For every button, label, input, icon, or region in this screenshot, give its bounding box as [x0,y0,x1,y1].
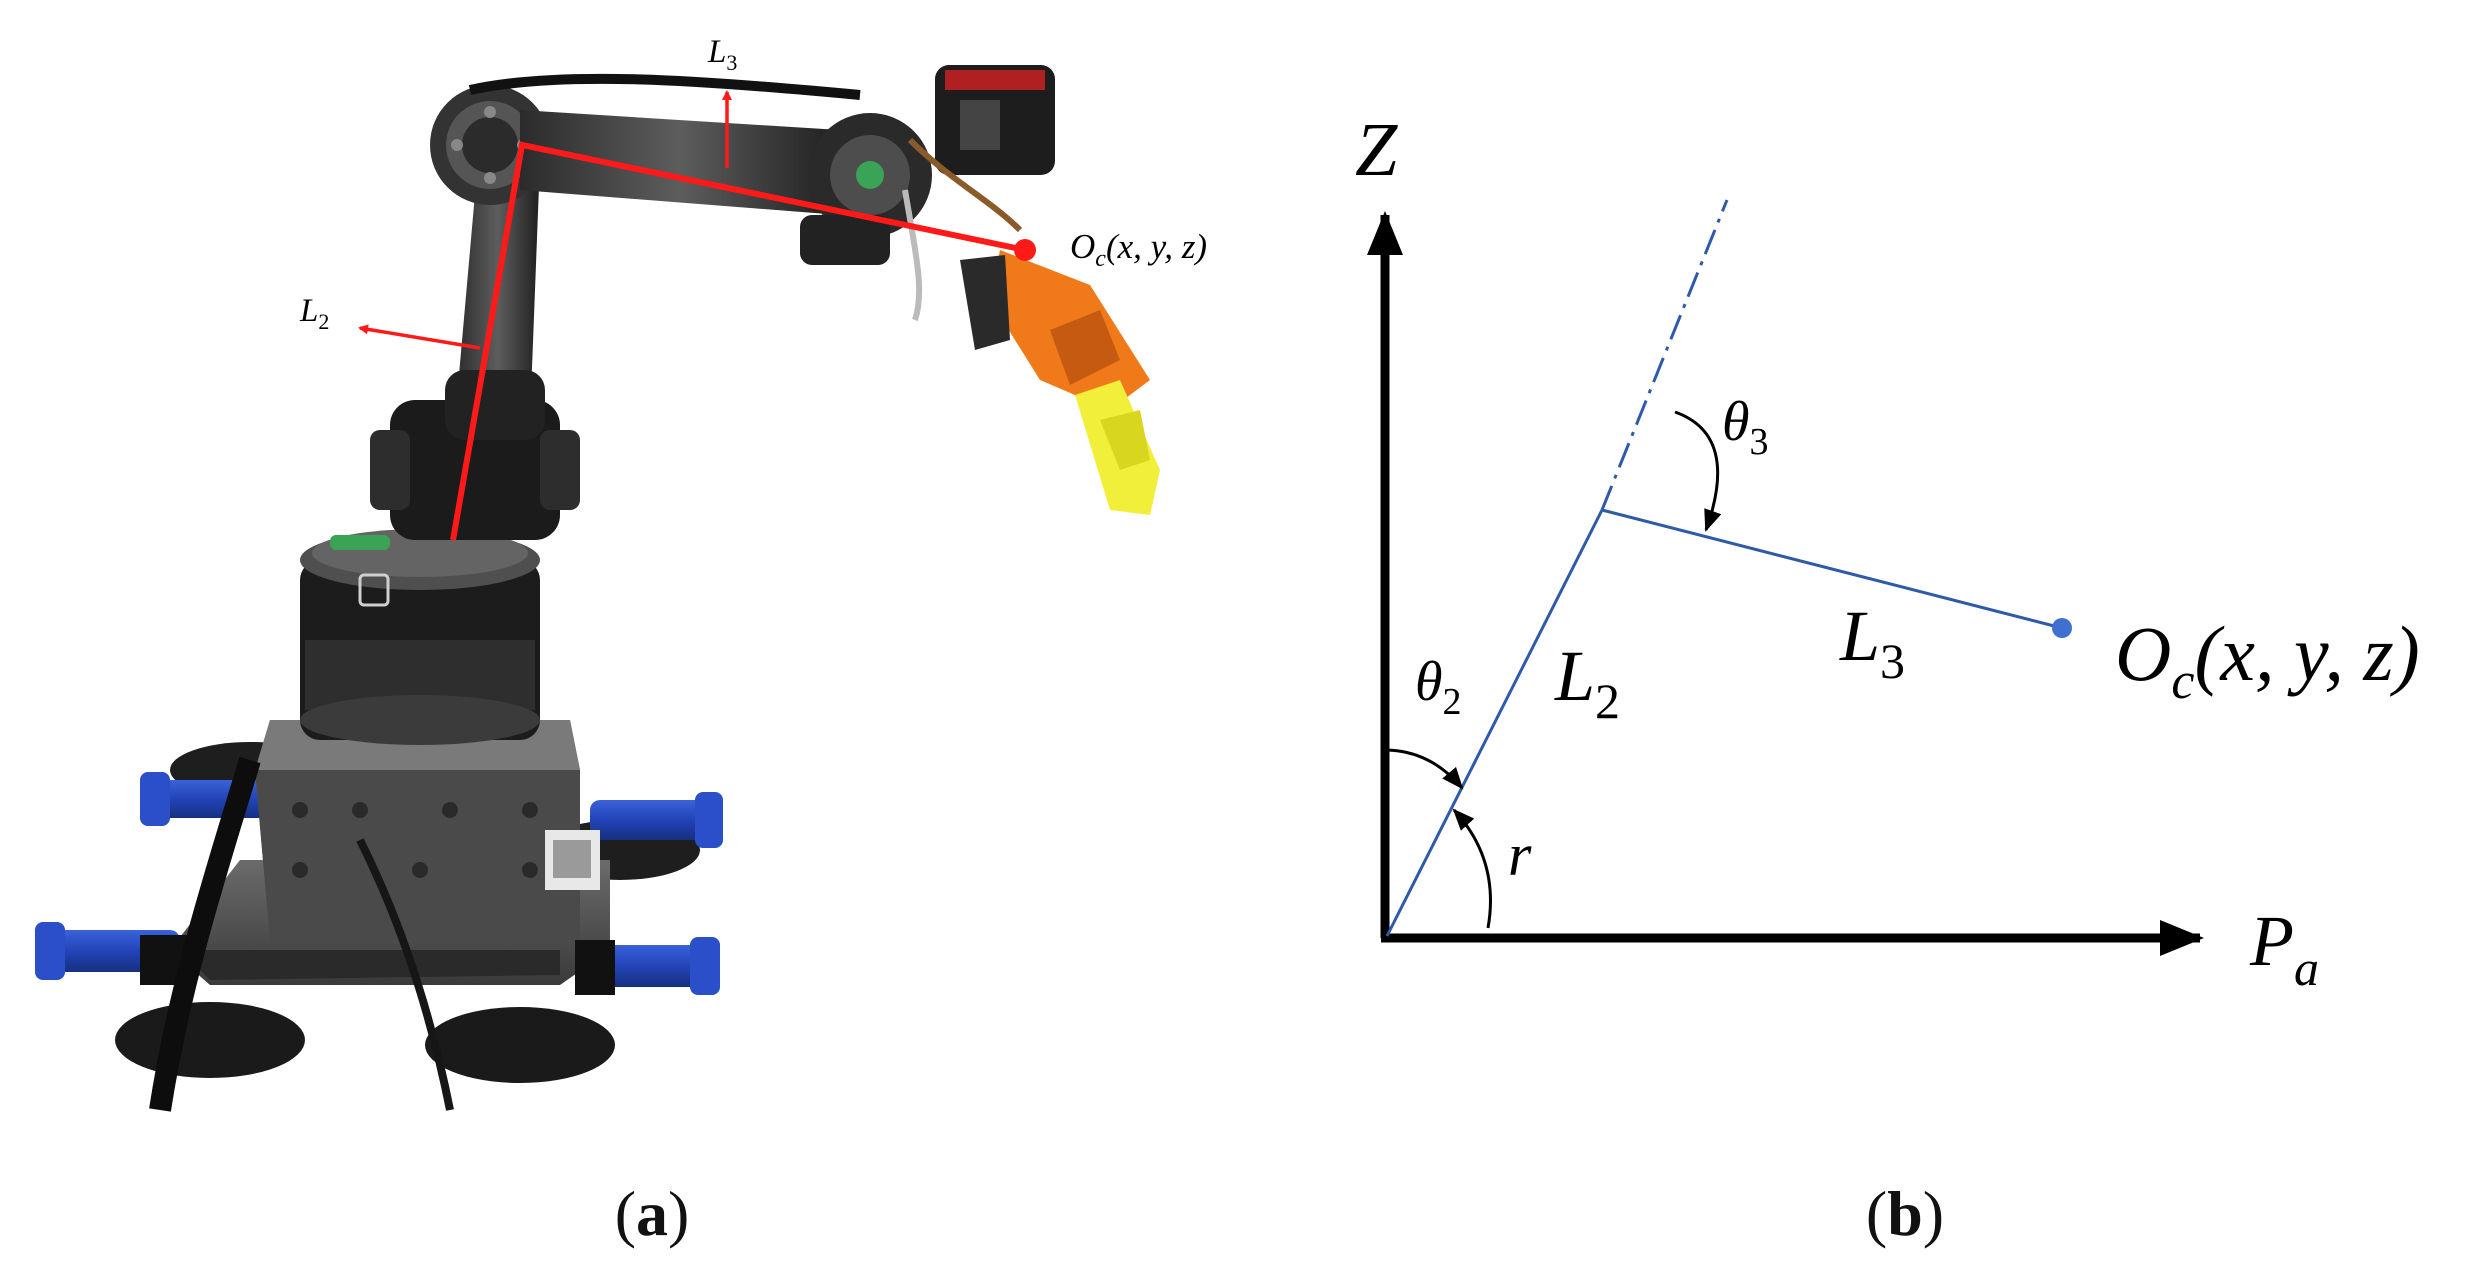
label-l3: L3 [1839,596,1905,689]
end-point-marker [1014,239,1036,261]
panel-a: L2 L3 Oc(x, y, z) (a) [35,34,1207,1249]
suction-foot-front-right [425,1007,615,1083]
red-annotations [358,90,1036,541]
caption-b: (b) [1866,1178,1944,1249]
theta2-arc [1384,748,1464,790]
forearm [520,110,840,215]
label-l2: L2 [1554,636,1620,729]
robot-arm-photo [35,65,1160,1112]
link-l2 [1385,509,1604,937]
link-l2-extension [1600,199,1729,511]
axis-label-z: Z [1355,108,1398,192]
photo-label-l3: L3 [707,34,737,75]
label-theta2: θ2 [1415,651,1462,723]
label-end-point: Oc(x, y, z) [2115,610,2420,710]
link-l3 [1601,508,2063,630]
blue-pipes [35,772,723,995]
l2-arrow [358,324,481,350]
suction-foot-front-left [115,1002,305,1078]
cable-base [149,756,261,1112]
panel-b: Z Pa θ2 r θ3 L2 L3 Oc(x, y, z) (b) [1355,108,2420,1249]
end-effector-point [2052,618,2072,638]
r-arc [1452,808,1492,929]
label-theta3: θ3 [1722,391,1769,463]
theta3-arc [1674,410,1722,532]
photo-label-l2: L2 [299,293,329,334]
label-r: r [1508,822,1532,888]
link-axis-line [450,141,1026,541]
caption-a: (a) [615,1178,690,1249]
photo-label-point: Oc(x, y, z) [1070,227,1207,272]
axis-label-pa: Pa [2249,901,2319,996]
